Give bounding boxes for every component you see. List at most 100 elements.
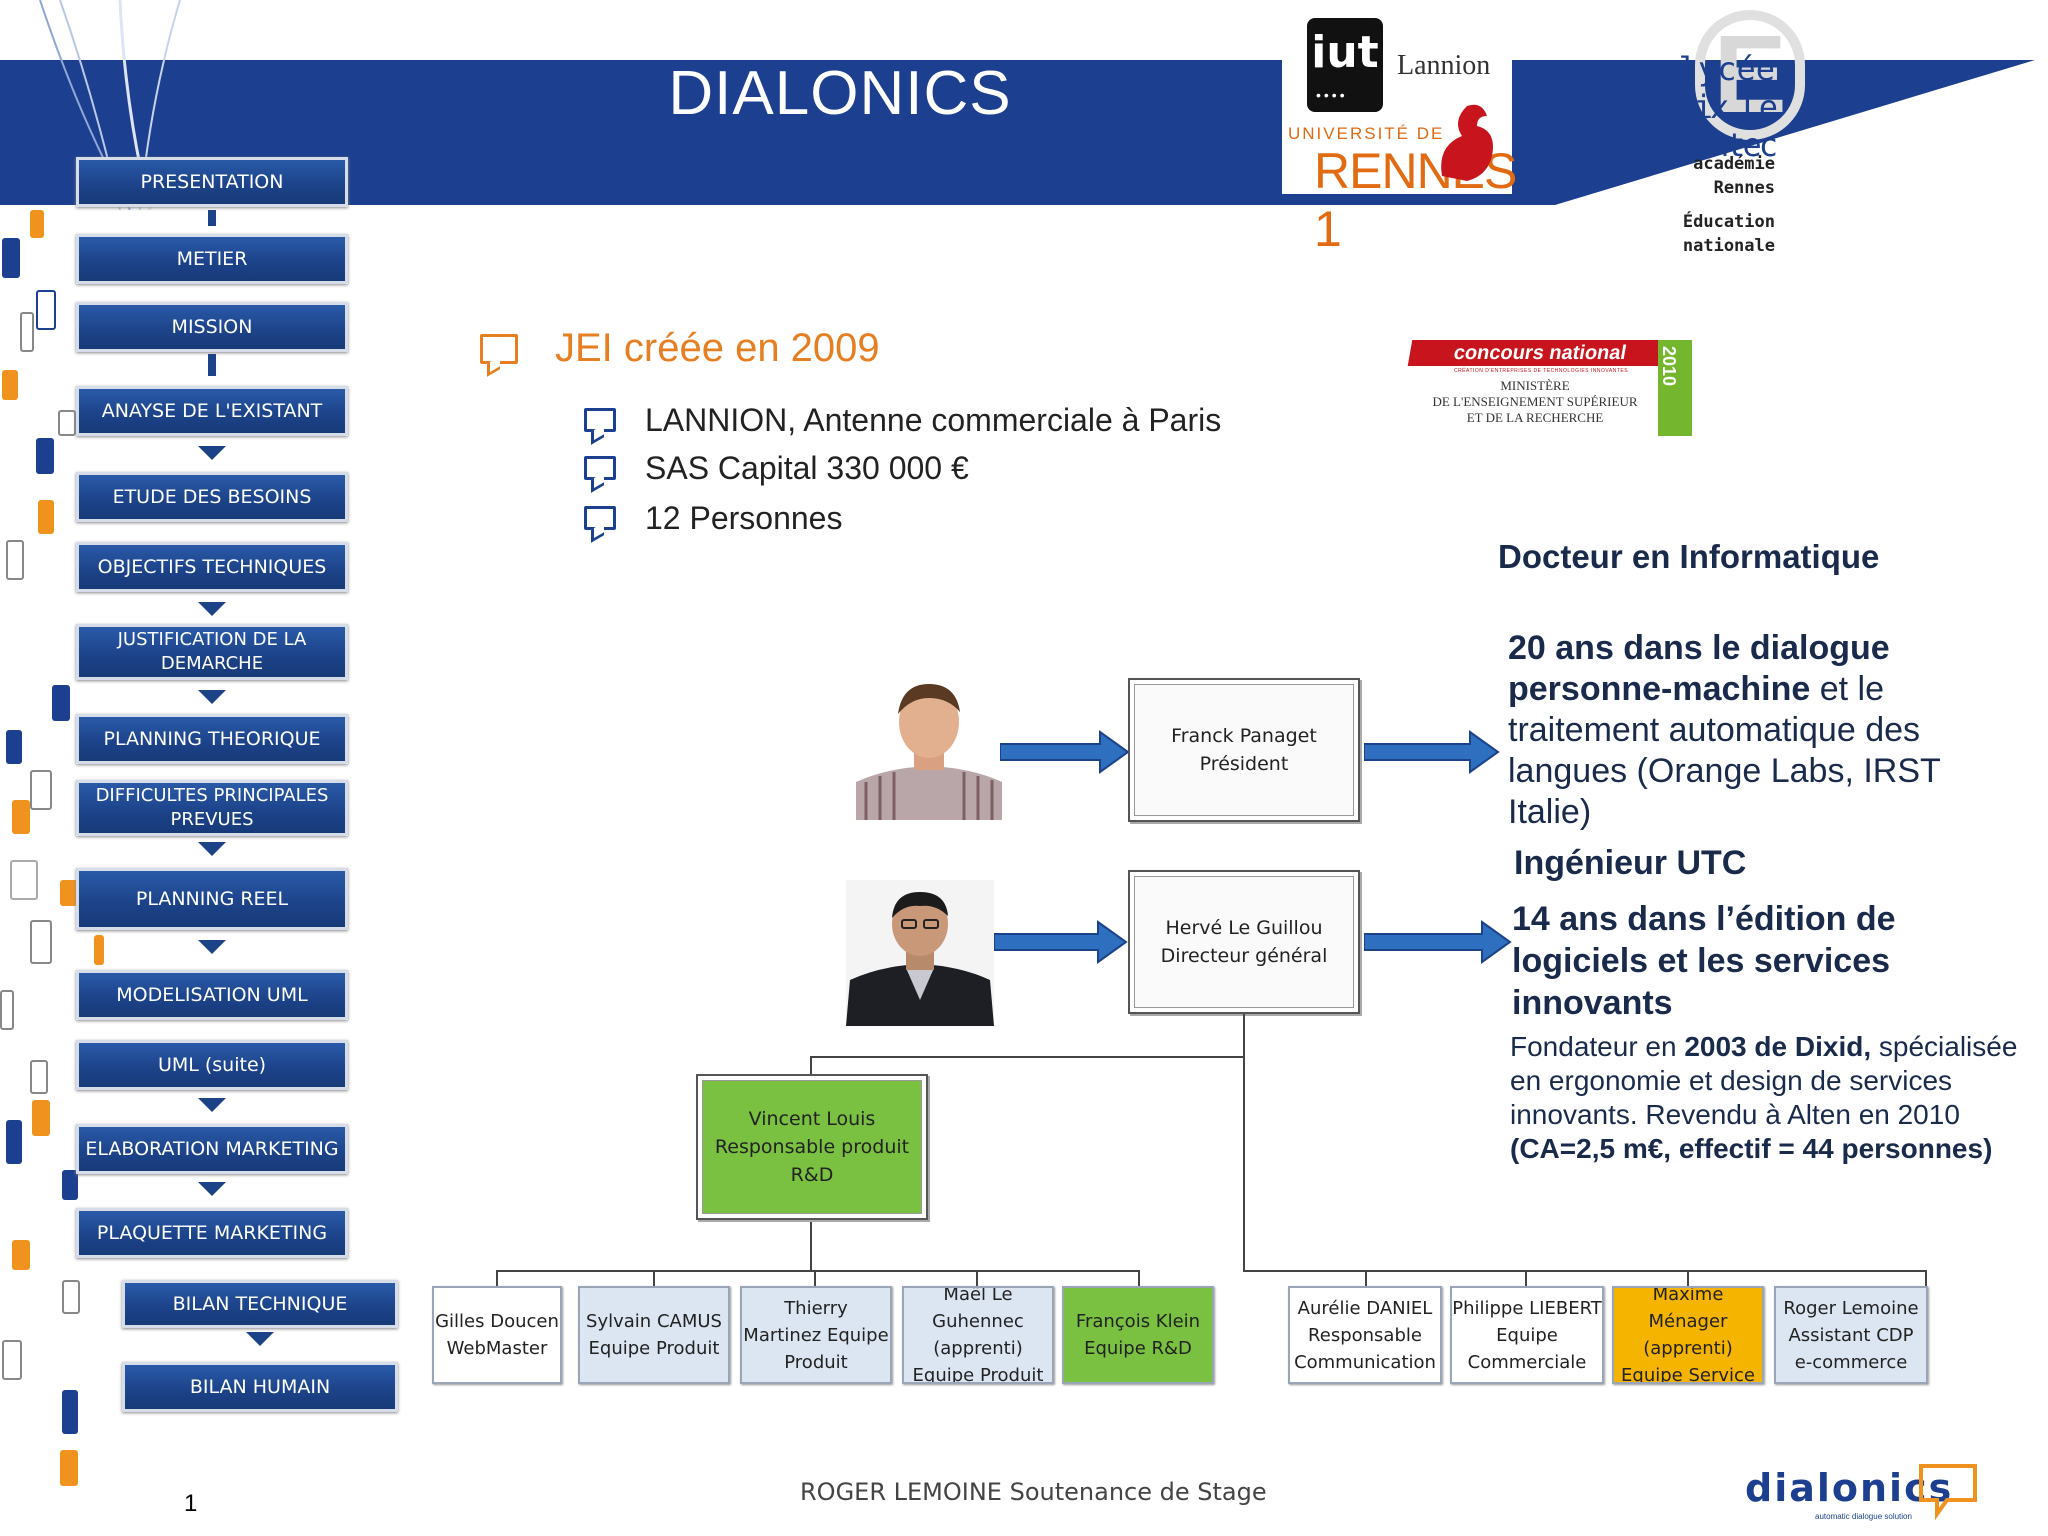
staff-line: Produit	[784, 1351, 848, 1373]
staff-card: Maël Le Guhennec (apprenti) Equipe Produ…	[902, 1286, 1054, 1384]
iut-dots: ••••	[1316, 87, 1348, 103]
arrow-right-icon	[1364, 730, 1500, 774]
staff-line: Communication	[1294, 1351, 1436, 1373]
nav-connector	[208, 210, 216, 226]
staff-line: WebMaster	[446, 1338, 548, 1359]
dg-founder-bold2: (CA=2,5 m€, effectif = 44 personnes)	[1510, 1133, 1993, 1164]
dg-description: 14 ans dans l’édition de logiciels et le…	[1512, 900, 1896, 1022]
org-connector	[976, 1270, 978, 1286]
nav-arrow-down-icon	[198, 842, 226, 856]
concours-year: 2010	[1658, 340, 1692, 436]
nav-presentation[interactable]: PRESENTATION	[76, 157, 348, 207]
org-connector	[1925, 1270, 1927, 1286]
org-rd-manager: Vincent Louis Responsable produit R&D	[696, 1074, 928, 1220]
staff-line: (apprenti)	[1643, 1338, 1733, 1359]
concours-year-text: 2010	[1659, 346, 1679, 387]
company-heading: JEI créée en 2009	[555, 326, 880, 370]
nav-bilan-technique[interactable]: BILAN TECHNIQUE	[122, 1280, 398, 1328]
dg-founder-pre: Fondateur en	[1510, 1031, 1685, 1062]
speech-bubble-icon	[480, 334, 518, 364]
nav-objectifs-techniques[interactable]: OBJECTIFS TECHNIQUES	[76, 542, 348, 592]
nav-elaboration-marketing[interactable]: ELABORATION MARKETING	[76, 1124, 348, 1174]
staff-line: Roger Lemoine	[1783, 1297, 1919, 1319]
staff-line: Equipe Produit	[588, 1338, 720, 1359]
staff-line: Equipe	[1496, 1324, 1558, 1346]
staff-card: Thierry Martinez Equipe Produit	[740, 1286, 892, 1384]
lycee-academie: académie Rennes	[1635, 152, 1775, 200]
page-number: 1	[184, 1490, 198, 1517]
staff-line: Commerciale	[1467, 1351, 1587, 1373]
org-dg-name: Hervé Le Guillou	[1165, 917, 1323, 939]
lycee-line2: Félix Le Dantec	[1644, 88, 1778, 164]
nav-arrow-down-icon	[198, 602, 226, 616]
staff-line: Thierry	[784, 1297, 848, 1319]
org-dg-role: Directeur général	[1160, 945, 1328, 967]
nav-arrow-down-icon	[198, 1182, 226, 1196]
arrow-right-icon	[994, 920, 1128, 964]
dg-photo	[846, 880, 994, 1026]
lycee-line6: nationale	[1682, 236, 1775, 256]
nav-planning-reel[interactable]: PLANNING REEL	[76, 868, 348, 930]
staff-line: Martinez Equipe	[743, 1324, 889, 1346]
dg-founder-mid: spécialisée en ergonomie et design de se…	[1510, 1031, 2018, 1130]
concours-ministry-line1: MINISTÈRE	[1500, 378, 1570, 393]
staff-line: Aurélie DANIEL	[1297, 1297, 1433, 1319]
nav-arrow-down-icon	[198, 446, 226, 460]
dragon-icon	[1441, 104, 1493, 181]
staff-line: Gilles Doucen	[435, 1311, 559, 1332]
staff-card: Roger Lemoine Assistant CDP e-commerce	[1774, 1286, 1928, 1384]
president-title: Docteur en Informatique	[1498, 538, 1880, 575]
arrow-right-icon	[1364, 920, 1512, 964]
concours-ministry-line2: DE L'ENSEIGNEMENT SUPÉRIEUR	[1432, 394, 1638, 409]
nav-justification-demarche[interactable]: JUSTIFICATION DE LA DEMARCHE	[76, 624, 348, 680]
org-connector	[496, 1270, 1138, 1272]
nav-arrow-down-icon	[246, 1332, 274, 1346]
nav-planning-theorique[interactable]: PLANNING THEORIQUE	[76, 714, 348, 764]
speech-bubble-icon	[584, 506, 616, 530]
bullet-capital: SAS Capital 330 000 €	[645, 450, 969, 486]
education-e-icon: E	[1695, 10, 1805, 140]
staff-line: Guhennec	[932, 1311, 1024, 1332]
president-desc-bold: 20 ans dans le dialogue personne-machine	[1508, 629, 1890, 708]
org-connector	[1138, 1270, 1140, 1286]
nav-difficultes-principales[interactable]: DIFFICULTES PRINCIPALES PREVUES	[76, 780, 348, 836]
lycee-line5: Éducation	[1682, 212, 1775, 232]
org-connector	[1525, 1270, 1527, 1286]
lycee-line4: Rennes	[1713, 178, 1775, 198]
staff-card: Maxime Ménager (apprenti) Equipe Service	[1612, 1286, 1764, 1384]
nav-plaquette-marketing[interactable]: PLAQUETTE MARKETING	[76, 1208, 348, 1258]
president-description: 20 ans dans le dialogue personne-machine…	[1508, 628, 1968, 833]
org-connector	[1243, 1056, 1245, 1270]
president-photo	[856, 674, 1002, 820]
org-president-name: Franck Panaget	[1171, 725, 1317, 747]
staff-card: François Klein Equipe R&D	[1062, 1286, 1214, 1384]
lycee-logo: E lycée Félix Le Dantec académie Rennes …	[1555, 0, 1885, 270]
staff-line: Equipe R&D	[1084, 1338, 1192, 1359]
nav-modelisation-uml[interactable]: MODELISATION UML	[76, 970, 348, 1020]
org-connector	[1243, 1270, 1925, 1272]
concours-ministry: MINISTÈRE DE L'ENSEIGNEMENT SUPÉRIEUR ET…	[1410, 378, 1660, 426]
nav-metier[interactable]: METIER	[76, 234, 348, 284]
staff-line: Equipe Produit	[912, 1365, 1044, 1384]
org-rd-name: Vincent Louis	[748, 1108, 876, 1130]
nav-analyse-existant[interactable]: ANAYSE DE L'EXISTANT	[76, 386, 348, 436]
nav-arrow-down-icon	[198, 940, 226, 954]
org-president-role: Président	[1199, 753, 1289, 775]
staff-card: Philippe LIEBERT Equipe Commerciale	[1450, 1286, 1604, 1384]
nav-bilan-humain[interactable]: BILAN HUMAIN	[122, 1362, 398, 1412]
staff-card: Sylvain CAMUS Equipe Produit	[578, 1286, 730, 1384]
staff-line: Philippe LIEBERT	[1452, 1297, 1602, 1319]
speech-bubble-icon	[584, 456, 616, 480]
staff-line: François Klein	[1075, 1311, 1201, 1332]
lycee-line3: académie	[1693, 154, 1775, 174]
staff-line: Assistant CDP	[1788, 1324, 1914, 1346]
nav-etude-besoins[interactable]: ETUDE DES BESOINS	[76, 472, 348, 522]
dg-founder-bold1: 2003 de Dixid,	[1684, 1031, 1872, 1062]
nav-arrow-down-icon	[198, 690, 226, 704]
nav-mission[interactable]: MISSION	[76, 302, 348, 352]
staff-line: Maxime	[1652, 1286, 1724, 1305]
iut-city: Lannion	[1397, 50, 1491, 81]
president-desc-rest: et le traitement automatique des langues…	[1508, 670, 1941, 831]
nav-uml-suite[interactable]: UML (suite)	[76, 1040, 348, 1090]
dialonics-logo-text: dialonics	[1745, 1466, 1954, 1510]
